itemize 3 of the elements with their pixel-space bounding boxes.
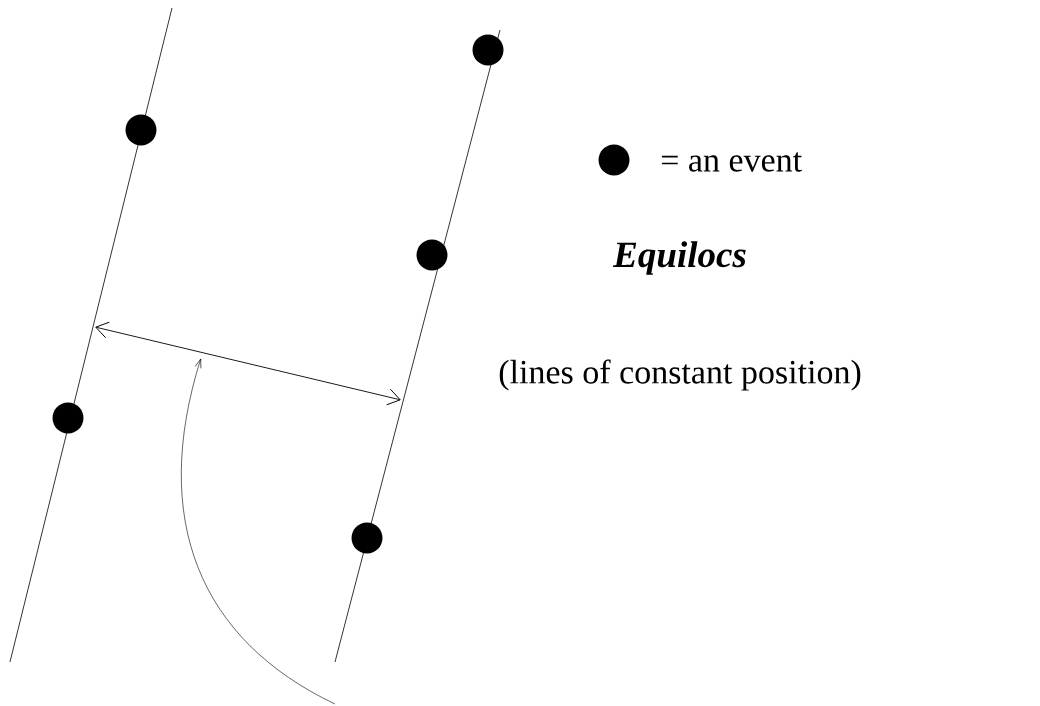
subtitle: (lines of constant position) (499, 359, 861, 391)
heading: Equilocs (612, 241, 746, 275)
legend-text: = an event (661, 152, 802, 172)
